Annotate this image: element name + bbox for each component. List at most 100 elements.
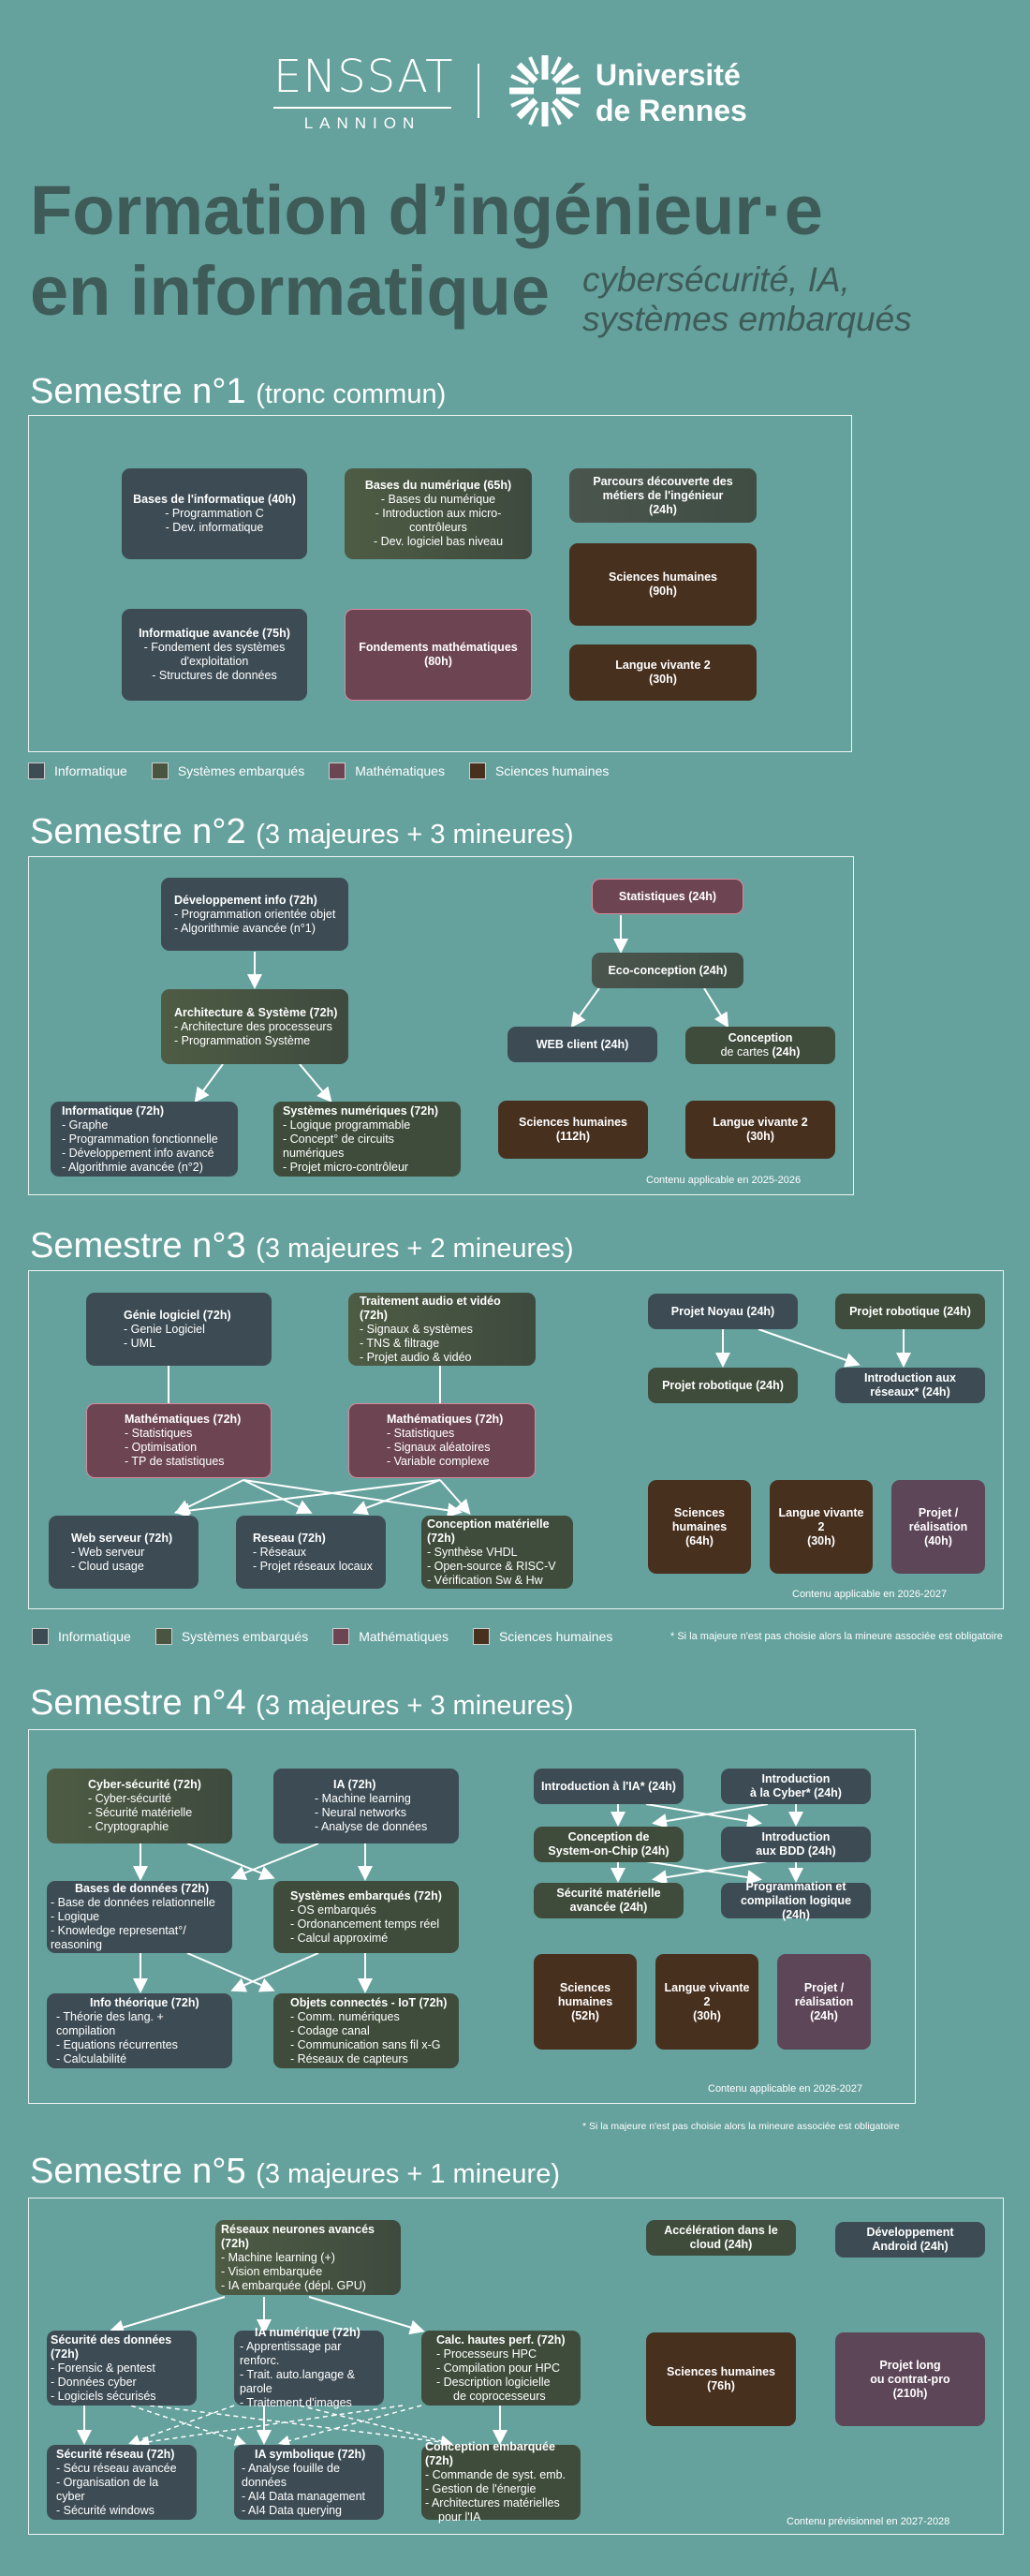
s3-projet-realisation: Projet / réalisation (40h) [891, 1480, 985, 1574]
s1-langue-vivante: Langue vivante 2 (30h) [569, 644, 757, 701]
course-line: - Variable complexe [387, 1455, 490, 1468]
s2-developpement-info: Développement info (72h) - Programmation… [161, 878, 348, 951]
course-title: Web serveur (72h) [71, 1531, 173, 1545]
course-title: Langue vivante 2 [713, 1116, 808, 1129]
course-hours: (30h) [693, 2008, 721, 2022]
course-line: - Trait. auto.langage & parole [240, 2368, 355, 2395]
course-line: reasoning [51, 1938, 102, 1951]
s2-conception-cartes: Conception de cartes (24h) [685, 1027, 835, 1064]
course-title-2: réseaux* (24h) [870, 1385, 950, 1399]
course-title-2: compilation logique (24h) [740, 1893, 852, 1921]
course-line: - Codage canal [290, 2023, 370, 2037]
course-line: - Vision embarquée [221, 2264, 323, 2278]
course-title: Sciences [673, 1505, 726, 1519]
course-title-2: aux BDD (24h) [756, 1844, 836, 1858]
course-line: - Cyber-sécurité [88, 1792, 171, 1805]
s4-sciences-humaines: Sciences humaines (52h) [534, 1954, 637, 2050]
semester-5-frame [28, 2198, 1004, 2535]
course-title: Sciences [559, 1980, 611, 1994]
s1-bases-informatique: Bases de l'informatique (40h) - Programm… [122, 468, 307, 559]
course-hours: (40h) [924, 1533, 952, 1547]
course-title: Sciences humaines [518, 1116, 628, 1129]
enssat-rule [273, 107, 451, 109]
course-title: Introduction [761, 1772, 831, 1785]
course-line: - Vérification Sw & Hw [427, 1573, 543, 1587]
legend-label: Sciences humaines [498, 1629, 613, 1644]
course-line: - Signaux aléatoires [387, 1441, 491, 1454]
course-line: - Genie Logiciel [124, 1322, 205, 1336]
semester-1-frame [28, 415, 852, 752]
s5-conception-embarquee: Conception embarquée (72h) - Commande de… [421, 2440, 581, 2524]
enssat-logo: ENSSAT LANNION [273, 49, 454, 135]
s3-conception-materielle: Conception matérielle (72h) - Synthèse V… [421, 1516, 573, 1589]
course-title-2: réalisation [908, 1519, 968, 1533]
course-line: - Traitement d'images [240, 2396, 352, 2409]
course-line: - UML [124, 1336, 156, 1350]
s1-sciences-humaines: Sciences humaines (90h) [569, 543, 757, 626]
course-title: Conception embarquée (72h) [425, 2440, 555, 2467]
course-line: pour l'IA [438, 2510, 481, 2524]
s4-footnote: * Si la majeure n'est pas choisie alors … [582, 2121, 900, 2132]
course-line: - Gestion de l'énergie [425, 2482, 537, 2495]
course-title: Fondements mathématiques (80h) [359, 641, 518, 668]
course-line: - Développement info avancé [62, 1146, 214, 1160]
course-line: - Statistiques [125, 1427, 193, 1440]
course-title: Projet long [879, 2358, 941, 2372]
s2-sciences-humaines: Sciences humaines (112h) [498, 1101, 648, 1159]
course-title: WEB client (24h) [536, 1037, 629, 1051]
s3-web-serveur: Web serveur (72h) - Web serveur - Cloud … [49, 1516, 199, 1589]
course-title-2: Android (24h) [872, 2240, 949, 2253]
course-line: - Programmation C [165, 507, 264, 520]
s1-parcours-decouverte: Parcours découverte des métiers de l'ing… [569, 468, 757, 523]
s4-info-theorique: Info théorique (72h) - Théorie des lang.… [47, 1993, 232, 2068]
s3-applicability-note: Contenu applicable en 2026-2027 [792, 1589, 948, 1600]
course-title: Bases de l'informatique (40h) [133, 493, 296, 506]
s1-legend: Informatique Systèmes embarqués Mathémat… [28, 762, 633, 779]
course-line: - Compilation pour HPC [436, 2361, 560, 2375]
page-subtitle: cybersécurité, IA, systèmes embarqués [582, 260, 994, 339]
course-hours: (112h) [555, 1130, 591, 1143]
course-title: Conception matérielle (72h) [427, 1517, 550, 1545]
course-title: Langue vivante 2 [615, 659, 711, 672]
legend-informatique: Informatique [28, 762, 127, 779]
course-title: IA symbolique (72h) [255, 2447, 366, 2461]
s4-introduction-ia: Introduction à l'IA* (24h) [534, 1769, 684, 1804]
course-hours: (90h) [649, 585, 677, 598]
s3-projet-robotique-1: Projet robotique (24h) [835, 1294, 985, 1329]
course-title: Traitement audio et vidéo (72h) [360, 1294, 501, 1322]
course-line: - Réseaux de capteurs [290, 2051, 408, 2065]
course-hours: (30h) [649, 673, 677, 686]
legend-swatch [329, 762, 346, 779]
enssat-name: ENSSAT [273, 51, 454, 103]
course-title: Calc. hautes perf. (72h) [436, 2332, 566, 2347]
s3-traitement-audio-video: Traitement audio et vidéo (72h) - Signau… [348, 1293, 536, 1366]
course-hours: (52h) [571, 2008, 599, 2022]
course-title: Réseaux neurones avancés (72h) [221, 2222, 375, 2250]
course-title: Systèmes embarqués (72h) [290, 1888, 442, 1902]
subtitle-line2: systèmes embarqués [582, 300, 912, 338]
s3-legend: Informatique Systèmes embarqués Mathémat… [32, 1628, 637, 1645]
course-title: Statistiques (24h) [618, 889, 717, 903]
course-title: Projet / [803, 1980, 845, 1994]
course-title: Eco-conception (24h) [608, 963, 728, 977]
course-title: Systèmes numériques (72h) [283, 1103, 439, 1118]
course-hours: (64h) [685, 1533, 714, 1547]
s5-sciences-humaines: Sciences humaines (76h) [646, 2332, 796, 2426]
page-title: Formation d’ingénieur·e en informatique [30, 170, 873, 332]
course-line: - OS embarqués [290, 1902, 376, 1917]
semester-3-frame [28, 1270, 1004, 1609]
course-hours: (24h) [772, 1045, 801, 1059]
course-title-2: de cartes [720, 1045, 770, 1059]
legend-swatch [472, 1628, 490, 1645]
semester-2-heading: Semestre n°2 (3 majeures + 3 mineures) [30, 811, 573, 855]
s4-securite-materielle: Sécurité matérielle avancée (24h) [534, 1883, 684, 1918]
legend-swatch [32, 1628, 49, 1645]
course-line: - Processeurs HPC [436, 2347, 537, 2361]
course-hours: (24h) [649, 502, 677, 516]
course-line: - Projet audio & vidéo [360, 1350, 472, 1364]
subtitle-line1: cybersécurité, IA, [582, 260, 850, 299]
s5-heading-main: Semestre n°5 [30, 2152, 246, 2191]
legend-label: Mathématiques [359, 1629, 449, 1644]
s5-heading-sub: (3 majeures + 1 mineure) [256, 2159, 560, 2189]
